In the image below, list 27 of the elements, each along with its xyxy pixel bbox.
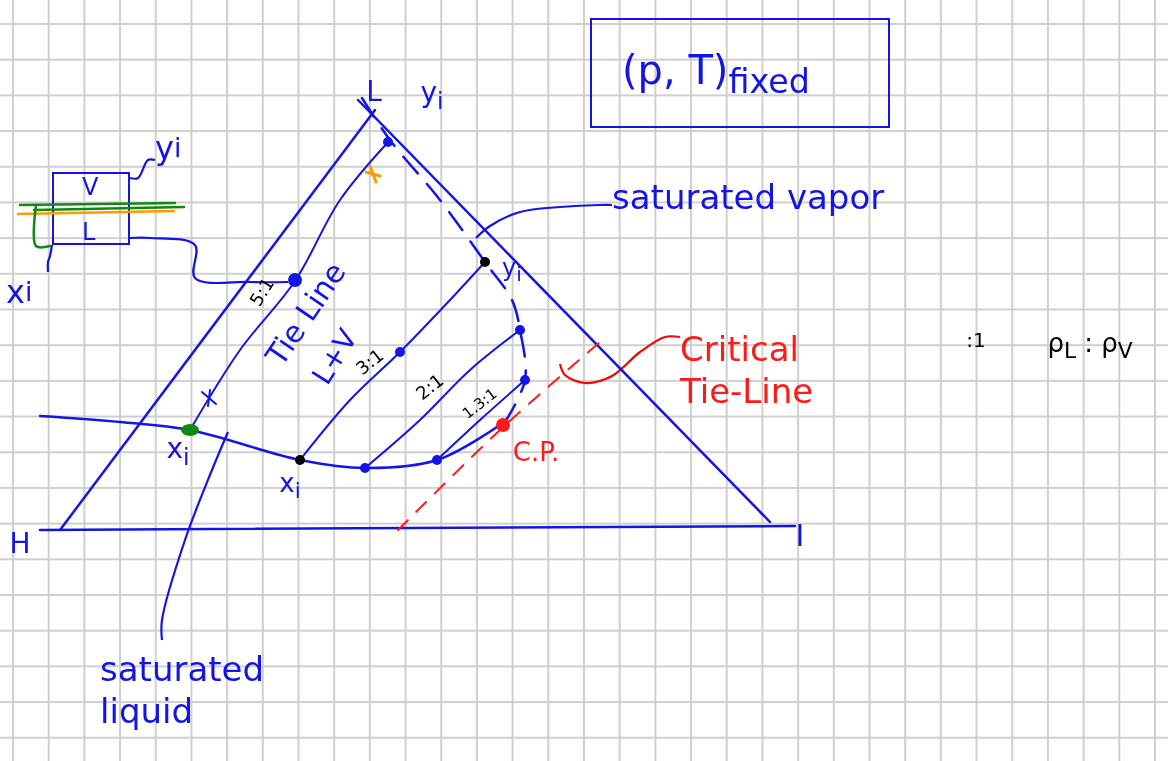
ratio-label: 2:1	[413, 371, 447, 403]
phase-label: L	[82, 220, 96, 244]
callout-text: saturated vapor	[612, 174, 1012, 220]
composition-label: x$_{i}$	[279, 470, 301, 502]
vertex-label: I	[795, 521, 805, 551]
composition-label: y$_{i}$	[420, 79, 444, 113]
density-ratio: ρ$_{L}$ : ρ$_{V}$	[1047, 330, 1133, 362]
point-label: C.P.	[512, 439, 560, 465]
ratio-label: 3:1	[353, 346, 387, 378]
ratio-label: 5:1	[246, 274, 278, 310]
condition-text: (p, T)$_{fixed}$	[622, 50, 810, 99]
condition-box	[590, 18, 890, 128]
ratio-label: :1	[966, 330, 986, 350]
leader-line	[129, 236, 288, 285]
phase-label: V	[82, 175, 99, 199]
vertex-label: L	[366, 78, 382, 106]
leader-line	[558, 335, 681, 385]
phase-box	[52, 172, 130, 245]
composition-label: y$_{i}$	[502, 255, 522, 285]
callout-text: Critical Tie-Line	[680, 322, 870, 418]
composition-label: x$_{i}$	[166, 435, 190, 469]
vertex-label: H	[9, 530, 31, 558]
leader-line	[160, 431, 229, 641]
leader-line	[46, 244, 54, 273]
callout-text: saturated liquid	[100, 640, 315, 740]
leader-line	[129, 158, 156, 180]
leader-line	[475, 203, 613, 239]
